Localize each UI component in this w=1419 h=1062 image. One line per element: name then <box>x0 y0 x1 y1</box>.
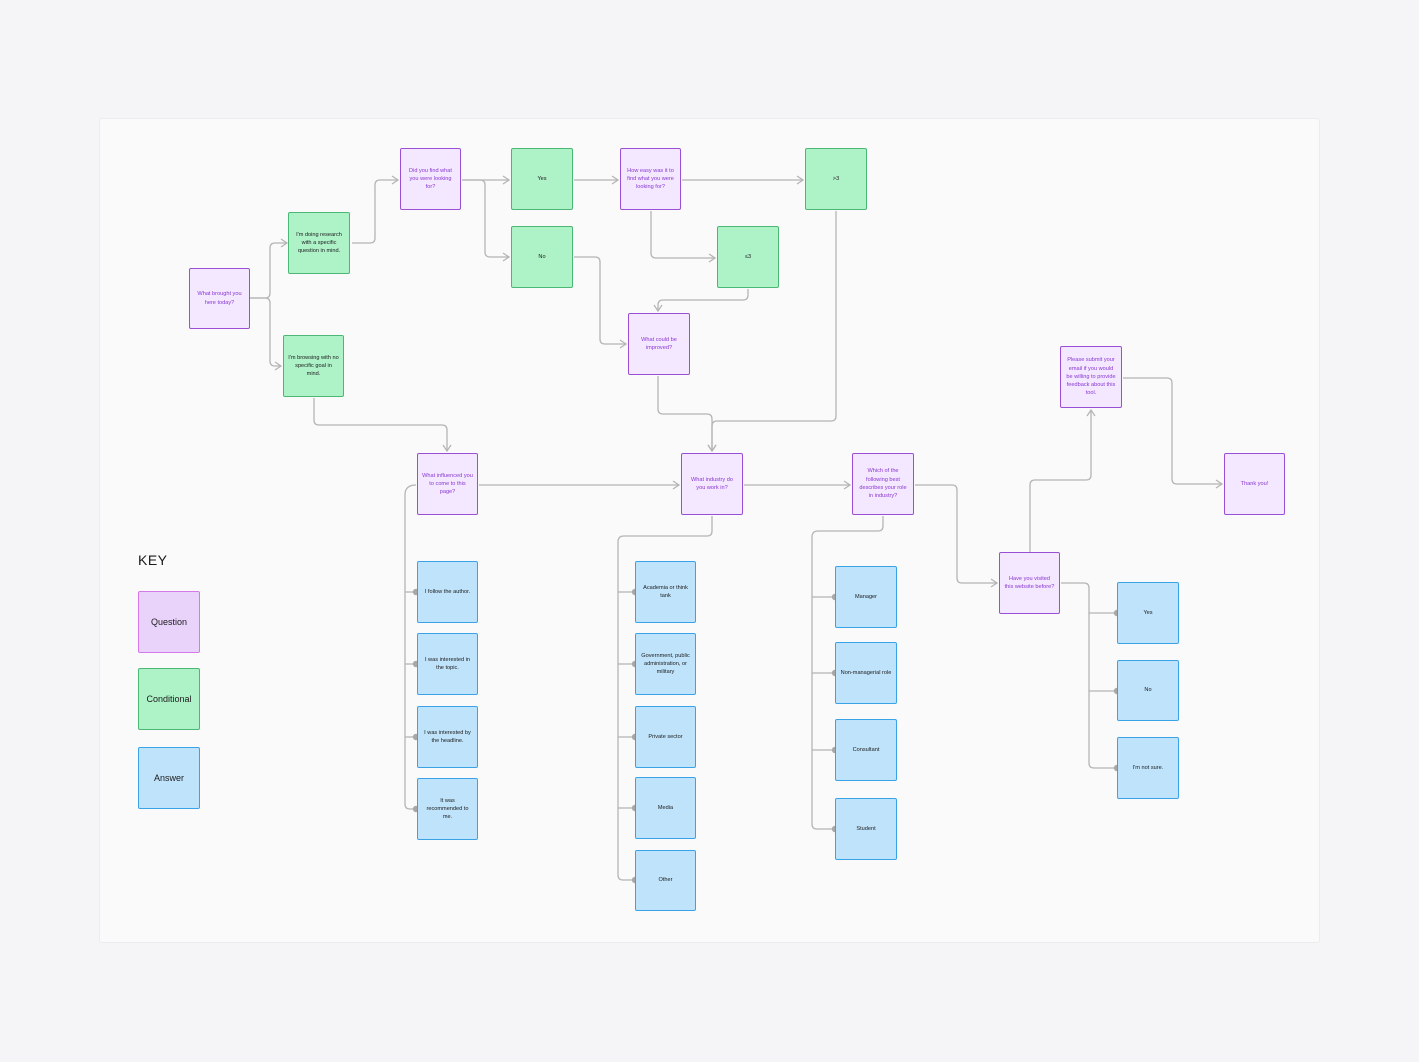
answer-visited-not-sure[interactable]: I'm not sure. <box>1117 737 1179 799</box>
answer-visited-yes[interactable]: Yes <box>1117 582 1179 644</box>
answer-media[interactable]: Media <box>635 777 696 839</box>
question-did-you-find[interactable]: Did you find what you were looking for? <box>400 148 461 210</box>
conditional-browsing[interactable]: I'm browsing with no specific goal in mi… <box>283 335 344 397</box>
question-what-brought-you[interactable]: What brought you here today? <box>189 268 250 329</box>
question-role-in-industry[interactable]: Which of the following best describes yo… <box>852 453 914 515</box>
legend-answer: Answer <box>138 747 200 809</box>
answer-consultant[interactable]: Consultant <box>835 719 897 781</box>
question-submit-email[interactable]: Please submit your email if you would be… <box>1060 346 1122 408</box>
conditional-research[interactable]: I'm doing research with a specific quest… <box>288 212 350 274</box>
answer-interested-topic[interactable]: I was interested in the topic. <box>417 633 478 695</box>
legend-question: Question <box>138 591 200 653</box>
answer-academia[interactable]: Academia or think tank <box>635 561 696 623</box>
question-what-could-be-improved[interactable]: What could be improved? <box>628 313 690 375</box>
diagram-canvas <box>99 118 1320 943</box>
answer-non-managerial[interactable]: Non-managerial role <box>835 642 897 704</box>
question-what-influenced[interactable]: What influenced you to come to this page… <box>417 453 478 515</box>
legend-conditional: Conditional <box>138 668 200 730</box>
conditional-yes[interactable]: Yes <box>511 148 573 210</box>
answer-student[interactable]: Student <box>835 798 897 860</box>
conditional-at-most-3[interactable]: ≤3 <box>717 226 779 288</box>
legend-title: KEY <box>138 552 168 568</box>
answer-recommended[interactable]: It was recommended to me. <box>417 778 478 840</box>
question-how-easy[interactable]: How easy was it to find what you were lo… <box>620 148 681 210</box>
question-thank-you[interactable]: Thank you! <box>1224 453 1285 515</box>
answer-manager[interactable]: Manager <box>835 566 897 628</box>
question-visited-before[interactable]: Have you visited this website before? <box>999 552 1060 614</box>
conditional-no[interactable]: No <box>511 226 573 288</box>
question-what-industry[interactable]: What industry do you work in? <box>681 453 743 515</box>
answer-interested-headline[interactable]: I was interested by the headline. <box>417 706 478 768</box>
answer-government[interactable]: Government, public administration, or mi… <box>635 633 696 695</box>
answer-visited-no[interactable]: No <box>1117 660 1179 721</box>
answer-other[interactable]: Other <box>635 850 696 911</box>
conditional-greater-than-3[interactable]: >3 <box>805 148 867 210</box>
answer-follow-author[interactable]: I follow the author. <box>417 561 478 623</box>
answer-private-sector[interactable]: Private sector <box>635 706 696 768</box>
